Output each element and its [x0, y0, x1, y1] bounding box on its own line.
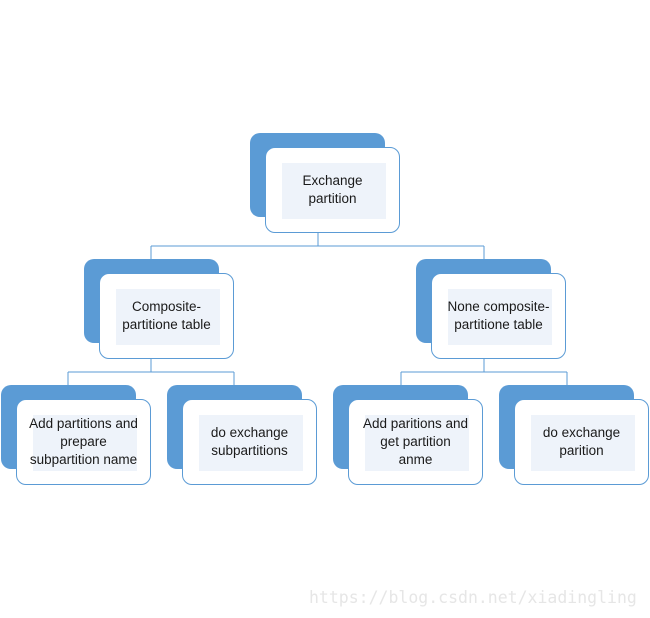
node-composite-label: Composite- partitione table: [122, 299, 211, 332]
node-add-partitions-prepare-label: Add partitions and prepare subpartition …: [29, 416, 138, 467]
node-do-exchange-subpartitions-box: do exchange subpartitions: [182, 399, 317, 485]
node-add-partitions-prepare-inner: [33, 415, 137, 471]
watermark-url: https://blog.csdn.net/xiadingling: [309, 588, 637, 607]
node-add-paritions-get-box: Add paritions and get partition anme: [348, 399, 483, 485]
node-add-partitions-prepare-box: Add partitions and prepare subpartition …: [16, 399, 151, 485]
node-none-composite-inner: [448, 289, 552, 345]
node-do-exchange-subpartitions-label: do exchange subpartitions: [210, 425, 289, 458]
node-none-composite-label: None composite- partitione table: [447, 299, 550, 332]
node-do-exchange-parition-box: do exchange parition: [514, 399, 649, 485]
node-root-label: Exchange partition: [302, 173, 363, 206]
node-add-paritions-get-label: Add paritions and get partition anme: [362, 416, 469, 467]
node-root-box: Exchange partition: [265, 147, 400, 233]
node-root-inner: [282, 163, 386, 219]
node-add-paritions-get-inner: [365, 415, 469, 471]
node-do-exchange-subpartitions-inner: [199, 415, 303, 471]
node-composite-inner: [116, 289, 220, 345]
node-composite-box: Composite- partitione table: [99, 273, 234, 359]
node-none-composite-box: None composite- partitione table: [431, 273, 566, 359]
node-do-exchange-parition-inner: [531, 415, 635, 471]
node-do-exchange-parition-label: do exchange parition: [542, 425, 621, 458]
